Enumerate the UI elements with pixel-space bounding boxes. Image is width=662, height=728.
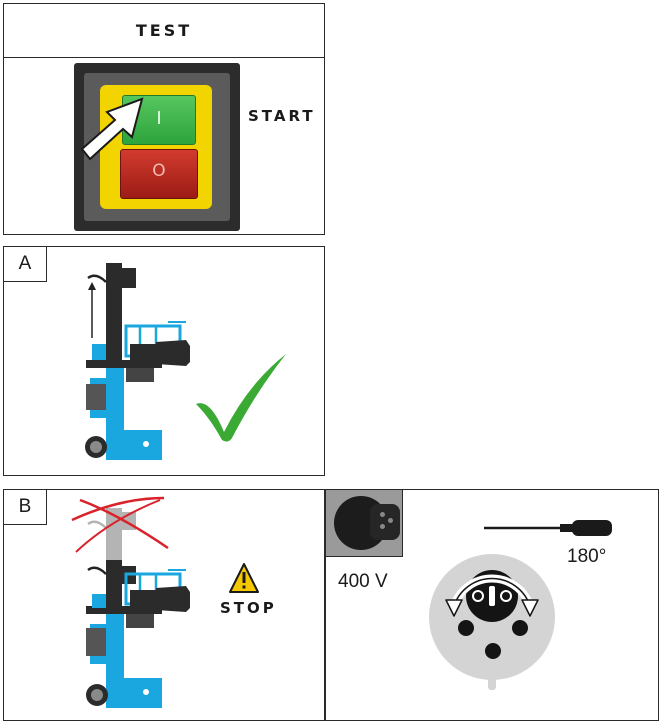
start-switch-photo: I O [74,63,240,231]
press-arrow-icon [80,97,144,161]
stop-label: STOP [220,599,277,617]
off-button-symbol: O [152,161,166,181]
test-header-title: TEST [135,21,193,40]
plug-photo [326,490,403,557]
test-header-box [3,3,325,59]
rotation-label: 180° [567,546,607,567]
panel-a-label: A [3,246,47,282]
voltage-label: 400 V [338,571,388,592]
on-button-symbol: I [156,108,162,129]
off-button[interactable]: O [120,149,198,199]
panel-b-label: B [3,489,47,525]
start-label: START [248,107,316,125]
